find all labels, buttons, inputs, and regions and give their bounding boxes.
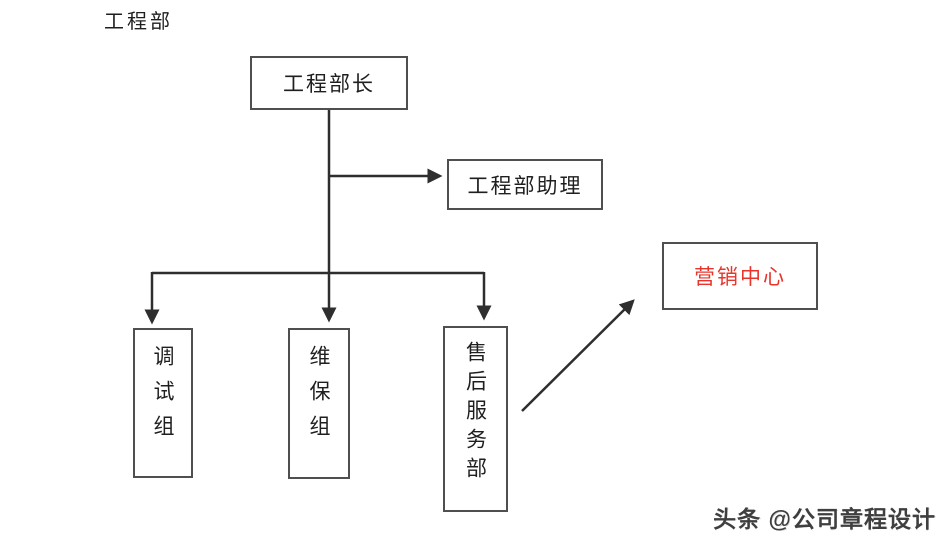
node-maintenance-group: 维保组: [288, 328, 350, 479]
node-after-sales-dept: 售后服务部: [443, 326, 508, 512]
watermark-text: 头条 @公司章程设计: [713, 506, 936, 532]
node-debug-group: 调试组: [133, 328, 193, 478]
arrow-to-marketing-center: [521, 299, 635, 412]
page-title: 工程部: [104, 9, 173, 33]
node-maintenance-group-label: 维保组: [307, 345, 331, 450]
node-after-sales-dept-label: 售后服务部: [463, 341, 488, 486]
node-engineering-head: 工程部长: [250, 56, 408, 110]
node-marketing-center: 营销中心: [662, 242, 818, 310]
node-debug-group-label: 调试组: [151, 345, 175, 450]
node-engineering-assistant: 工程部助理: [447, 159, 603, 210]
